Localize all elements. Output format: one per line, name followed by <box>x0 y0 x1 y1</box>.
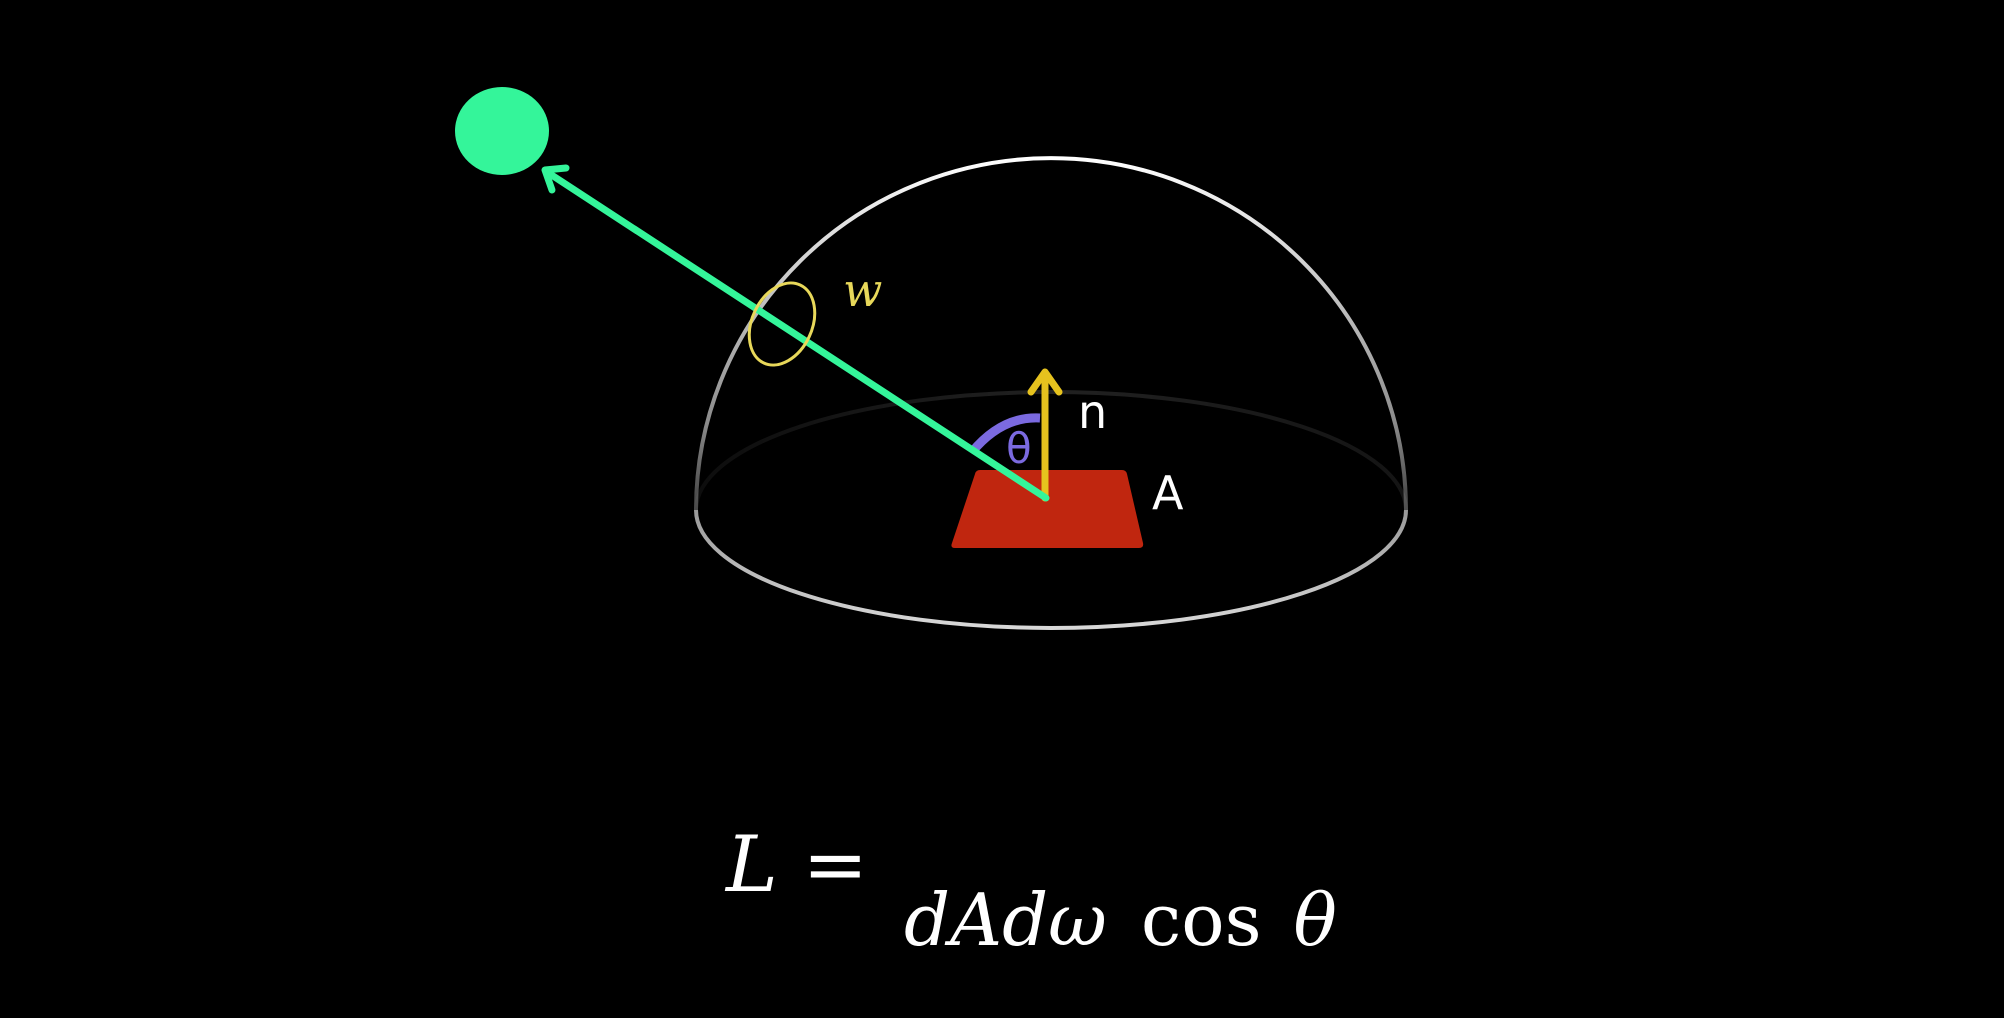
surface-patch <box>951 470 1144 548</box>
equation-denominator: dAdω cos θ <box>904 878 1337 962</box>
hemisphere-dome <box>694 156 1408 511</box>
hemisphere-base-front <box>694 509 1408 630</box>
theta-label: θ <box>1006 424 1032 473</box>
equation-lhs: L = <box>724 820 868 910</box>
hemisphere-base-back <box>694 390 1408 511</box>
solid-angle-label: w <box>843 263 882 317</box>
theta-arc <box>968 413 1041 455</box>
normal-vector <box>1027 368 1063 502</box>
light-source <box>455 87 549 175</box>
equation-cos: cos <box>1141 878 1262 962</box>
solid-angle-ring <box>747 281 817 367</box>
normal-label: n <box>1078 385 1107 439</box>
light-ray <box>541 164 1050 502</box>
equation-denominator-terms: dAdω <box>904 878 1107 962</box>
equation-theta: θ <box>1294 878 1337 962</box>
area-label: A <box>1152 466 1184 520</box>
